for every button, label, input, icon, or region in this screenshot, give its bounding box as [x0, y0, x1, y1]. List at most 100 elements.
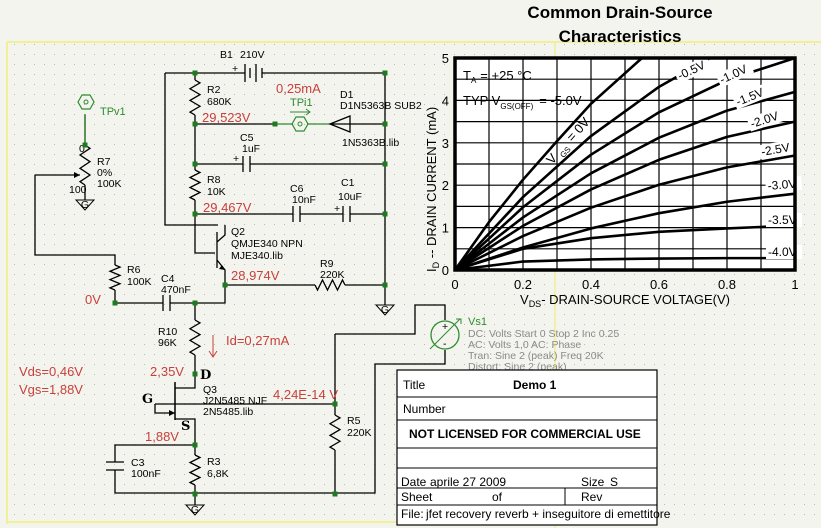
junction-node — [192, 442, 198, 448]
capacitor-c5[interactable] — [242, 156, 251, 172]
q3-label: Q3 — [203, 384, 217, 396]
junction-node — [192, 161, 198, 167]
d1-model: D1N5363B SUB2 — [340, 100, 422, 112]
resistor-r6[interactable] — [108, 264, 122, 291]
r7-top-label: 0 — [79, 143, 85, 155]
q3-lib: 2N5485.lib — [203, 406, 253, 418]
vgs-off-annotation: TYP VGS(OFF)= -5.0V — [463, 93, 582, 111]
curve-label: -4.0V — [768, 245, 797, 259]
resistor-r3[interactable] — [188, 454, 202, 486]
sheet-label: Sheet — [401, 490, 433, 504]
battery-b1[interactable]: B1 210V + — [220, 49, 265, 82]
junction-node — [382, 121, 388, 127]
potentiometer-r7[interactable] — [78, 144, 92, 186]
x-tick-label: 0 — [451, 277, 458, 292]
capacitor-c6[interactable] — [292, 206, 301, 222]
date-value: aprile 27 2009 — [430, 475, 506, 489]
r9-value: 220K — [320, 269, 345, 281]
junction-node — [192, 121, 198, 127]
capacitor-c4[interactable] — [162, 295, 171, 311]
vs1-label: Vs1 — [468, 316, 487, 328]
y-tick-label: 5 — [442, 51, 449, 66]
drain-characteristics-chart: -0.5V-1.0V-1.5V-2.0V-2.5V-3.0V-3.5V-4.0V… — [424, 51, 803, 309]
b1-label: B1 — [220, 49, 233, 61]
wiper-arrow-icon — [74, 172, 80, 178]
q2-lib: MJE340.lib — [231, 250, 283, 262]
vs1-plus: + — [442, 321, 448, 333]
r3-label: R3 — [207, 456, 221, 468]
ground-icon: G — [184, 504, 206, 516]
ambient-temp-annotation: TA= +25 °C — [463, 68, 532, 85]
number-label: Number — [403, 402, 446, 416]
junction-node — [332, 491, 338, 497]
resistor-r2[interactable] — [188, 79, 202, 116]
r3-value: 6,8K — [207, 468, 229, 480]
transistor-q2[interactable] — [216, 225, 226, 285]
r8-value: 10K — [207, 186, 226, 198]
resistor-r8[interactable] — [188, 169, 202, 201]
resistor-r10[interactable] — [188, 319, 202, 356]
curve-vgs--3.5V — [454, 224, 796, 272]
junction-node — [112, 300, 118, 306]
reading-d1-current: 0,25mA — [276, 81, 321, 96]
c3-value: 100nF — [131, 468, 161, 480]
c3-label: C3 — [131, 457, 145, 469]
reading-input-voltage: 0V — [85, 292, 101, 307]
junction-node — [272, 121, 278, 127]
resistor-r5[interactable] — [328, 414, 342, 451]
resistor-r9[interactable] — [314, 278, 346, 292]
reading-source-voltage: 1,88V — [145, 429, 179, 444]
x-tick-label: 0.8 — [718, 277, 736, 292]
chart-curves: -0.5V-1.0V-1.5V-2.0V-2.5V-3.0V-3.5V-4.0V — [453, 55, 803, 272]
y-tick-label: 3 — [442, 136, 449, 151]
reading-r2-voltage: 29,523V — [202, 110, 251, 125]
c6-label: C6 — [290, 183, 304, 195]
date-label: Date — [401, 475, 427, 489]
reading-emitter-voltage: 28,974V — [231, 268, 280, 283]
d1-label: D1 — [340, 89, 354, 101]
transistor-q3[interactable] — [169, 410, 175, 416]
c4-label: C4 — [161, 273, 175, 285]
capacitor-c3[interactable] — [106, 461, 124, 471]
y-axis-label: ID -- DRAIN CURRENT (mA) — [424, 107, 441, 272]
vs1-tran: Tran: Sine 2 (peak) Freq 20K — [468, 350, 604, 362]
plot-border — [453, 56, 797, 272]
r6-value: 100K — [127, 276, 152, 288]
junction-node — [382, 70, 388, 76]
r5-value: 220K — [347, 427, 372, 439]
c1-label: C1 — [341, 177, 355, 189]
reading-vgs: Vgs=1,88V — [19, 382, 83, 397]
voltage-probe-tpv1[interactable] — [77, 94, 95, 110]
diode-d1[interactable] — [328, 115, 351, 133]
curve-label: -3.5V — [768, 213, 797, 227]
r10-value: 96K — [158, 337, 177, 349]
ground-icon: G — [74, 199, 96, 211]
title-value: Demo 1 — [513, 378, 557, 392]
b1-value: 210V — [240, 49, 265, 61]
voltage-source-vs1[interactable]: + - — [429, 318, 462, 350]
d1-lib: 1N5363B.lib — [342, 137, 399, 149]
curve-label: -2.5V — [760, 140, 791, 159]
reading-drain-voltage: 2,35V — [150, 364, 184, 379]
tpv1-label: TPv1 — [100, 106, 126, 118]
r10-label: R10 — [158, 326, 177, 338]
junction-node — [192, 491, 198, 497]
c5-value: 1uF — [242, 143, 260, 155]
capacitor-c1[interactable] — [342, 206, 351, 222]
title-label: Title — [403, 378, 426, 392]
junction-node — [222, 282, 228, 288]
junction-node — [192, 211, 198, 217]
q3-drain-label: D — [200, 368, 211, 383]
title-block: Title Demo 1 Number NOT LICENSED FOR COM… — [396, 369, 671, 526]
r7-value: 100K — [97, 178, 122, 190]
svg-text:G: G — [81, 199, 89, 211]
c1-plus: + — [334, 203, 340, 215]
junction-node — [192, 371, 198, 377]
current-probe-tpi1[interactable] — [290, 108, 311, 132]
x-tick-label: 1 — [791, 277, 798, 292]
vs1-dc: DC: Volts Start 0 Stop 2 Inc 0.25 — [468, 328, 619, 340]
r8-label: R8 — [207, 174, 221, 186]
probe-wires — [84, 114, 330, 145]
curve-label: -3.0V — [767, 177, 797, 193]
